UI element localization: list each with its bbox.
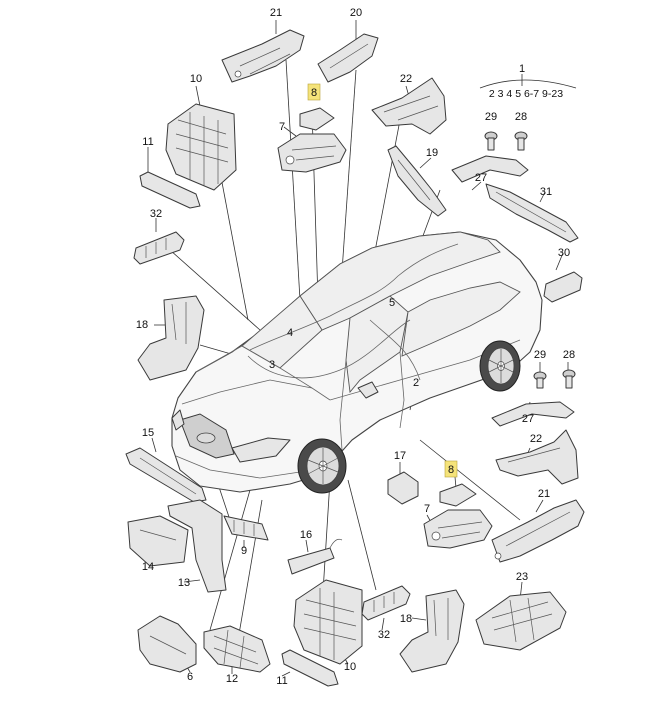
part-screw-29-lower — [533, 371, 547, 389]
highlight-8-lower — [444, 460, 458, 478]
callout-19: 19 — [426, 147, 438, 159]
callout-29-top: 29 — [485, 111, 497, 123]
callout-27-top: 27 — [475, 172, 487, 184]
callout-3: 3 — [269, 359, 275, 371]
part-harness-16 — [287, 538, 343, 575]
part-cover-30 — [543, 271, 583, 303]
part-screw-29-top — [484, 131, 498, 151]
part-cover-8-top — [299, 107, 335, 131]
callout-7-lower: 7 — [424, 503, 430, 515]
parts — [125, 29, 585, 687]
callout-29-lower: 29 — [534, 349, 546, 361]
callout-30: 30 — [558, 247, 570, 259]
callout-28-lower: 28 — [563, 349, 575, 361]
callout-17: 17 — [394, 450, 406, 462]
part-fuse-box-23 — [475, 591, 567, 651]
callout-16: 16 — [300, 529, 312, 541]
part-screw-28-lower — [562, 369, 576, 389]
callout-14: 14 — [142, 561, 154, 573]
callout-18-lower: 18 — [400, 613, 412, 625]
part-screw-28-top — [514, 131, 528, 151]
part-rail-15 — [125, 447, 207, 503]
part-panel-14 — [127, 515, 189, 567]
part-bracket-13 — [167, 499, 227, 593]
callout-21-top: 21 — [270, 7, 282, 19]
part-bracket-7-top — [277, 133, 347, 173]
part-bracket-22-lower — [495, 429, 579, 485]
callout-2: 2 — [413, 377, 419, 389]
callout-31: 31 — [540, 186, 552, 198]
part-bracket-21-lower — [491, 499, 585, 563]
part-harness-duct-20 — [317, 33, 379, 83]
part-bracket-18-lower — [399, 589, 465, 673]
callout-15: 15 — [142, 427, 154, 439]
callout-20: 20 — [350, 7, 362, 19]
part-box-17 — [387, 471, 419, 505]
part-fuse-relay-carrier-lower — [293, 579, 363, 665]
part-bracket-19 — [387, 145, 447, 217]
callout-5: 5 — [389, 297, 395, 309]
highlight-8-top — [307, 83, 321, 101]
car-illustration — [171, 231, 543, 494]
part-duct-31 — [485, 183, 579, 243]
callout-9: 9 — [241, 545, 247, 557]
part-bracket-7-lower — [423, 509, 493, 549]
part-fuse-relay-carrier-top — [165, 103, 237, 191]
callout-27-lower: 27 — [522, 413, 534, 425]
callout-32-top: 32 — [150, 208, 162, 220]
callout-11-lower: 11 — [276, 675, 287, 687]
callout-28-top: 28 — [515, 111, 527, 123]
part-bracket-18-top — [137, 295, 205, 381]
callout-22-top: 22 — [400, 73, 412, 85]
callout-12: 12 — [226, 673, 238, 685]
callout-23: 23 — [516, 571, 528, 583]
callout-10-lower: 10 — [344, 661, 356, 673]
callout-11-top: 11 — [142, 136, 153, 148]
callout-22-lower: 22 — [530, 433, 542, 445]
callout-32-lower: 32 — [378, 629, 390, 641]
callout-4: 4 — [287, 327, 293, 339]
part-clip-strip-11-lower — [281, 649, 339, 687]
part-clip-strip-11-top — [139, 171, 201, 209]
part-connector-32-top — [133, 231, 185, 265]
callout-8-lower: 8 — [448, 464, 454, 476]
callout-6: 6 — [187, 671, 193, 683]
part-bracket-22-top — [371, 77, 447, 135]
part-bracket-21-top — [221, 29, 305, 83]
callout-labels: 1 2 3 4 5 6-7 9-23 21 20 10 22 8 7 29 28… — [136, 7, 577, 687]
part-connector-block-12 — [203, 625, 271, 673]
callout-21-lower: 21 — [538, 488, 550, 500]
callout-18-top: 18 — [136, 319, 148, 331]
part-connector-9 — [223, 515, 269, 541]
part-cover-8-lower — [439, 483, 477, 507]
part-bracket-6 — [137, 615, 197, 673]
callout-10-top: 10 — [190, 73, 202, 85]
part-bracket-27-top — [451, 155, 529, 183]
part-bracket-27-lower — [491, 401, 575, 427]
callout-8-top: 8 — [311, 87, 317, 99]
callout-1: 1 — [519, 63, 525, 75]
callout-7-top: 7 — [279, 121, 285, 133]
callout-1-range: 2 3 4 5 6-7 9-23 — [489, 88, 563, 100]
callout-13: 13 — [178, 577, 190, 589]
